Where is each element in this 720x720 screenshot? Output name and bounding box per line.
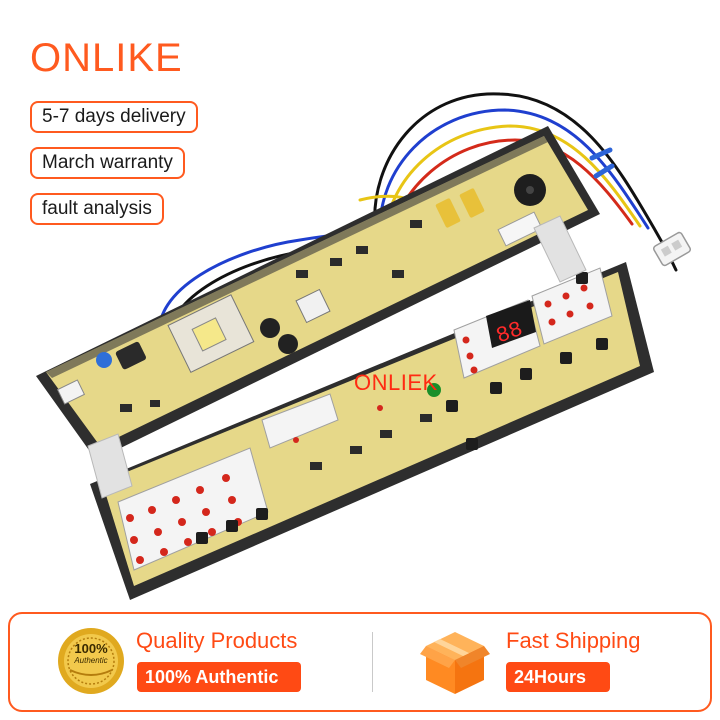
feature-banner [8, 612, 712, 712]
shipping-box-icon [420, 632, 490, 694]
badge-delivery: 5-7 days delivery [30, 101, 198, 133]
brand-name: ONLIKE [30, 36, 183, 80]
green-logo-mark [427, 383, 441, 397]
watermark-text: ONLIEK [354, 370, 438, 395]
badge-fault-analysis: fault analysis [30, 193, 164, 225]
wire-connector [652, 231, 692, 267]
pcb-product-illustration: 88 [36, 92, 692, 600]
badge-warranty: March warranty [30, 147, 185, 179]
seal-percent: 100% [74, 641, 108, 656]
shipping-time-tag: 24Hours [506, 662, 610, 692]
fast-shipping-title: Fast Shipping [506, 628, 641, 653]
gold-seal-icon [58, 628, 124, 694]
seal-label: 100% Authentic [56, 642, 126, 665]
upper-control-board [36, 126, 600, 460]
ribbon-cables [87, 215, 587, 499]
lower-control-board: 88 [90, 262, 654, 600]
authentic-tag: 100% Authentic [137, 662, 301, 692]
seal-authentic: Authentic [74, 656, 108, 665]
quality-products-title: Quality Products [136, 628, 298, 653]
feature-divider [372, 632, 373, 692]
